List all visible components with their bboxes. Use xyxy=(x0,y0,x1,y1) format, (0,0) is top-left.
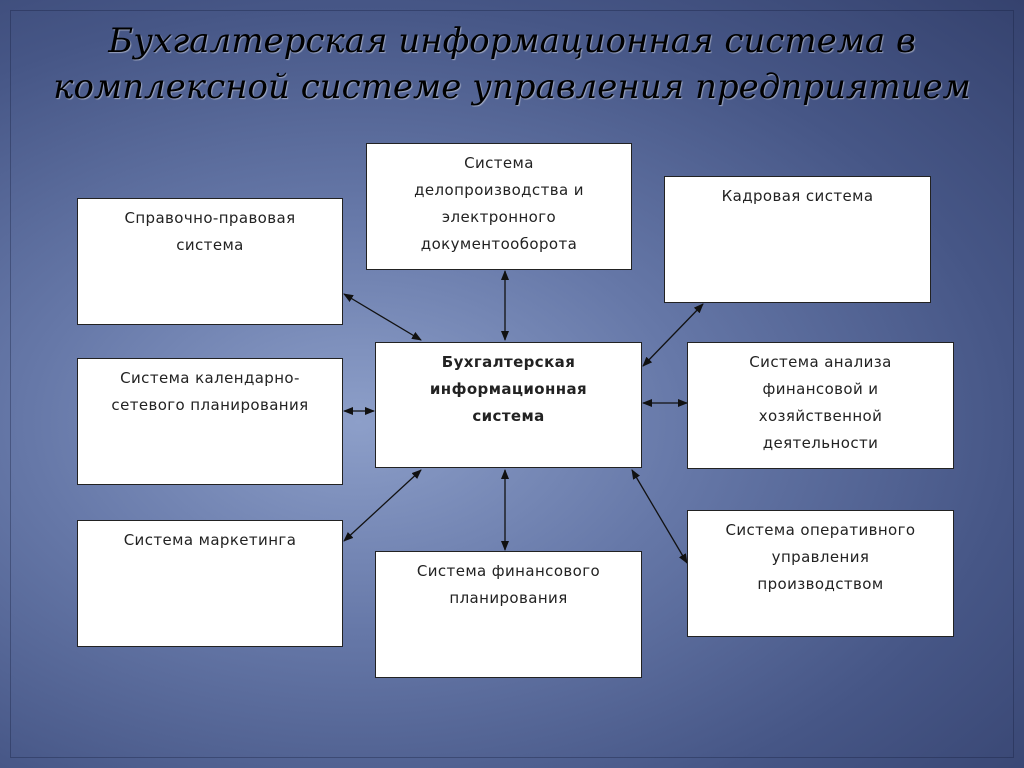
node-label-line: Система календарно- xyxy=(120,369,300,387)
title-line-1: Бухгалтерская информационная система в xyxy=(108,21,916,61)
node-financial-planning-system: Система финансового планирования xyxy=(375,551,642,678)
node-label-line: Система анализа xyxy=(749,353,892,371)
node-analysis-system: Система анализа финансовой и хозяйственн… xyxy=(687,342,954,469)
node-label-line: информационная xyxy=(429,380,588,398)
edge-center-operational xyxy=(631,469,688,564)
node-label-line: Система xyxy=(464,154,534,172)
node-operational-management-system: Система оперативного управления производ… xyxy=(687,510,954,637)
node-label-line: Система финансового xyxy=(416,562,601,580)
node-accounting-system: Бухгалтерская информационная система xyxy=(375,342,642,468)
edge-center-hr xyxy=(642,303,704,367)
node-hr-system: Кадровая система xyxy=(664,176,931,303)
node-label-line: Система оперативного xyxy=(725,521,916,539)
edge-center-marketing xyxy=(343,469,422,542)
edge-center-legal xyxy=(343,293,422,341)
node-label-line: сетевого планирования xyxy=(111,396,309,414)
node-label-line: Справочно-правовая xyxy=(124,209,296,227)
node-marketing-system: Система маркетинга xyxy=(77,520,343,647)
node-label-line: Бухгалтерская xyxy=(441,353,576,371)
node-docflow-system: Система делопроизводства и электронного … xyxy=(366,143,632,270)
node-label-line: документооборота xyxy=(420,235,578,253)
node-label-line: делопроизводства и xyxy=(414,181,584,199)
node-network-planning-system: Система календарно- сетевого планировани… xyxy=(77,358,343,485)
node-label-line: Система маркетинга xyxy=(123,531,297,549)
slide-frame xyxy=(10,10,1014,758)
slide-title: Бухгалтерская информационная система в к… xyxy=(0,18,1024,110)
node-legal-system: Справочно-правовая система xyxy=(77,198,343,325)
node-label-line: система xyxy=(176,236,244,254)
node-label-line: планирования xyxy=(449,589,568,607)
title-line-2: комплексной системе управления предприят… xyxy=(53,67,971,107)
node-label-line: система xyxy=(472,407,545,425)
node-label-line: электронного xyxy=(441,208,557,226)
node-label-line: финансовой и xyxy=(762,380,879,398)
node-label-line: хозяйственной xyxy=(758,407,883,425)
node-label-line: управления xyxy=(771,548,870,566)
node-label-line: производством xyxy=(757,575,884,593)
node-label-line: деятельности xyxy=(762,434,879,452)
node-label-line: Кадровая система xyxy=(721,187,874,205)
